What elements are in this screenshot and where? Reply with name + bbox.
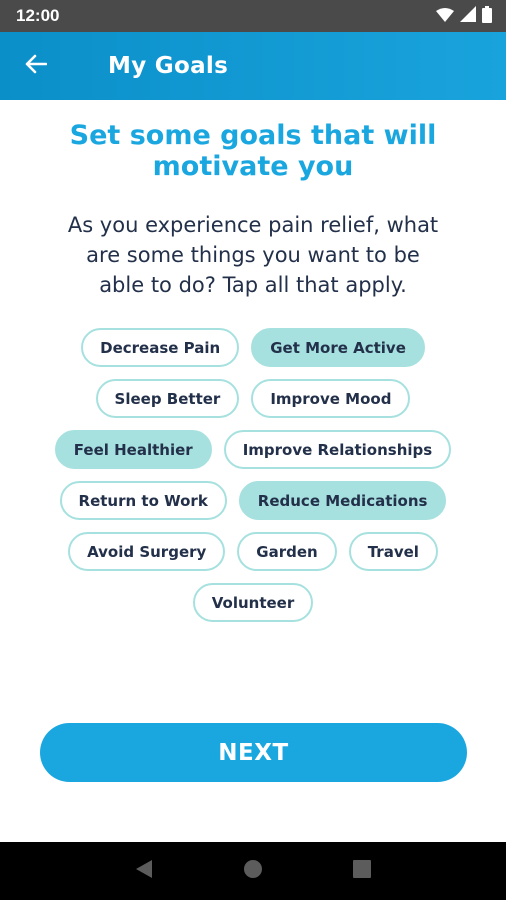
next-button[interactable]: NEXT	[40, 723, 467, 782]
nav-home-button[interactable]	[233, 851, 273, 891]
signal-icon	[460, 6, 476, 26]
heading-line-2: motivate you	[152, 151, 354, 182]
heading-line-1: Set some goals that will	[69, 120, 437, 151]
system-nav-bar	[0, 842, 506, 900]
page-title: My Goals	[108, 53, 229, 79]
chip-row: Volunteer	[0, 583, 506, 622]
goal-chip-get-more-active[interactable]: Get More Active	[251, 328, 425, 367]
subtext-line-1: As you experience pain relief, what	[67, 213, 439, 237]
arrow-left-icon	[25, 54, 48, 78]
goal-chip-volunteer[interactable]: Volunteer	[192, 583, 314, 622]
nav-back-button[interactable]	[124, 851, 164, 891]
goal-chip-improve-mood[interactable]: Improve Mood	[251, 379, 411, 418]
battery-icon	[482, 5, 492, 27]
status-bar: 12:00	[0, 0, 506, 32]
goal-chip-improve-relationships[interactable]: Improve Relationships	[223, 430, 452, 469]
goal-chip-decrease-pain[interactable]: Decrease Pain	[81, 328, 240, 367]
chip-row: Decrease Pain Get More Active	[0, 328, 506, 367]
goal-chip-return-to-work[interactable]: Return to Work	[59, 481, 227, 520]
goal-chip-reduce-medications[interactable]: Reduce Medications	[238, 481, 447, 520]
goal-chip-feel-healthier[interactable]: Feel Healthier	[54, 430, 212, 469]
chip-row: Sleep Better Improve Mood	[0, 379, 506, 418]
goal-chip-garden[interactable]: Garden	[237, 532, 337, 571]
status-time: 12:00	[16, 6, 60, 25]
chip-row: Return to Work Reduce Medications	[0, 481, 506, 520]
goal-chip-avoid-surgery[interactable]: Avoid Surgery	[68, 532, 226, 571]
nav-home-icon	[243, 859, 263, 883]
nav-back-icon	[135, 859, 153, 883]
goal-chips: Decrease Pain Get More Active Sleep Bett…	[0, 328, 506, 634]
goals-heading: Set some goals that will motivate you	[40, 120, 466, 182]
nav-recents-icon	[352, 860, 371, 882]
subtext-line-3: able to do? Tap all that apply.	[99, 273, 407, 297]
goals-instructions: As you experience pain relief, what are …	[36, 210, 470, 300]
goal-chip-sleep-better[interactable]: Sleep Better	[95, 379, 240, 418]
status-icons	[436, 5, 492, 27]
nav-recents-button[interactable]	[342, 851, 382, 891]
chip-row: Feel Healthier Improve Relationships	[0, 430, 506, 469]
wifi-icon	[436, 7, 454, 26]
subtext-line-2: are some things you want to be	[86, 243, 420, 267]
app-bar: My Goals	[0, 32, 506, 100]
back-button[interactable]	[18, 48, 54, 84]
chip-row: Avoid Surgery Garden Travel	[0, 532, 506, 571]
goal-chip-travel[interactable]: Travel	[348, 532, 438, 571]
